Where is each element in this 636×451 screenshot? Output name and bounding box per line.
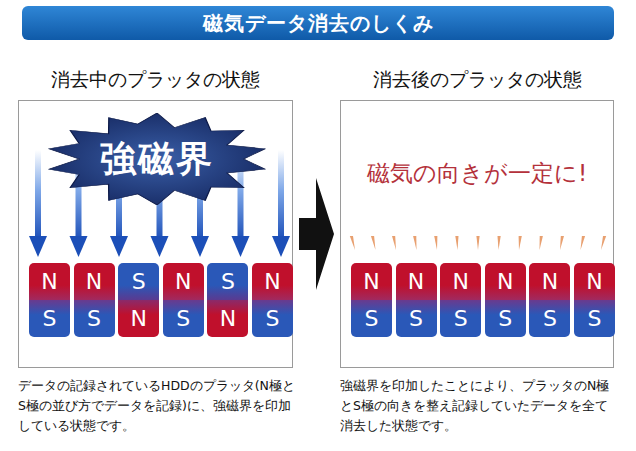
panel-heading: 消去後のプラッタの状態 [341, 67, 613, 93]
arrow-head [70, 236, 88, 257]
magnet-block: NS [440, 263, 481, 337]
arrow-shaft [35, 150, 41, 240]
magnet-block: NS [574, 263, 615, 337]
arrow-head [232, 236, 250, 257]
pole-letter: N [74, 263, 115, 300]
magnet-block: NS [29, 263, 70, 337]
arrow-shaft [278, 150, 284, 240]
state-panel: 消去中のプラッタの状態強磁界NSNSSNNSSNNS [18, 100, 293, 368]
caption-text: 強磁界を印加したことにより、プラッタのN極とS極の向きを整え記録していたデータを… [340, 376, 620, 436]
field-burst: 強磁界 [46, 113, 268, 205]
tick-mark [498, 236, 501, 250]
tick-mark [601, 236, 606, 250]
pole-letter: S [163, 300, 204, 337]
alignment-ticks [350, 236, 606, 250]
arrow-body [299, 178, 334, 290]
magnet-block: NS [485, 263, 526, 337]
tick-mark [371, 236, 376, 250]
notice-text: 磁気の向きが一定に! [340, 158, 614, 189]
tick-mark [560, 236, 564, 250]
pole-letter: N [440, 263, 481, 300]
pole-letter: S [485, 300, 526, 337]
tick-mark [476, 236, 479, 250]
pole-letter: S [440, 300, 481, 337]
pole-letter: S [529, 300, 570, 337]
tick-mark [392, 236, 396, 250]
pole-letter: N [396, 263, 437, 300]
pole-letter: S [396, 300, 437, 337]
tick-mark [519, 236, 522, 250]
pole-letter: N [29, 263, 70, 300]
pole-letter: S [74, 300, 115, 337]
burst-outline [49, 113, 265, 205]
pole-letter: S [351, 300, 392, 337]
magnet-block: NS [529, 263, 570, 337]
state-panel: 消去後のプラッタの状態NSNSNSNSNSNS [340, 100, 614, 368]
pole-letter: S [574, 300, 615, 337]
magnet-block: SN [207, 263, 248, 337]
pole-letter: N [351, 263, 392, 300]
magnet-block: NS [396, 263, 437, 337]
caption-text: データの記録されているHDDのプラッタ(N極とS極の並び方でデータを記録)に、強… [18, 376, 298, 436]
tick-mark [413, 236, 416, 250]
tick-mark [434, 236, 437, 250]
magnet-block: SN [118, 263, 159, 337]
pole-letter: S [252, 300, 293, 337]
transition-arrow [299, 178, 334, 290]
tick-mark [540, 236, 543, 250]
pole-letter: N [163, 263, 204, 300]
title-band: 磁気データ消去のしくみ [22, 6, 614, 40]
pole-letter: N [529, 263, 570, 300]
tick-mark [350, 236, 355, 250]
magnet-block: NS [163, 263, 204, 337]
tick-mark [455, 236, 458, 250]
pole-letter: S [29, 300, 70, 337]
pole-letter: S [118, 263, 159, 300]
pole-letter: N [485, 263, 526, 300]
arrow-head [29, 236, 47, 257]
arrow-head [151, 236, 169, 257]
title-text: 磁気データ消去のしくみ [203, 10, 434, 37]
arrow-head [110, 236, 128, 257]
arrow-head [272, 236, 290, 257]
pole-letter: N [118, 300, 159, 337]
tick-mark [581, 236, 586, 250]
panel-heading: 消去中のプラッタの状態 [19, 67, 292, 93]
pole-letter: S [207, 263, 248, 300]
magnet-block: NS [74, 263, 115, 337]
pole-letter: N [207, 300, 248, 337]
pole-letter: N [574, 263, 615, 300]
arrow-head [191, 236, 209, 257]
pole-letter: N [252, 263, 293, 300]
field-label: 強磁界 [100, 135, 214, 184]
magnet-block: NS [252, 263, 293, 337]
magnet-block: NS [351, 263, 392, 337]
